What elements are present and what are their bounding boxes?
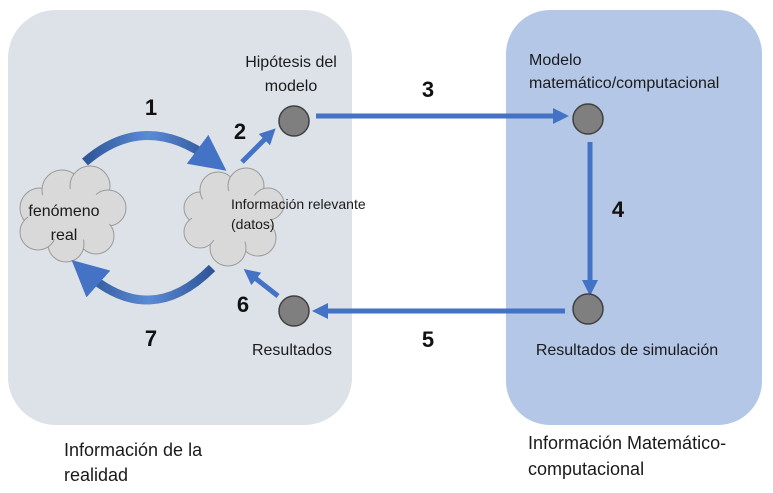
step-number-4: 4 <box>612 197 625 222</box>
hipotesis-node <box>278 105 310 137</box>
resultados-sim-label: Resultados de simulación <box>536 342 718 359</box>
fenomeno-label-line2: real <box>51 227 78 244</box>
step-number-2: 2 <box>234 119 246 144</box>
resultados-sim-node <box>572 293 604 325</box>
reality-caption-line1: Información de la <box>64 440 203 460</box>
arrow-7 <box>71 260 216 305</box>
step-number-5: 5 <box>422 327 434 352</box>
step-number-1: 1 <box>145 95 157 120</box>
arrow-1 <box>82 131 227 171</box>
hipotesis-label-line2: modelo <box>265 78 318 95</box>
informacion-label-line2: (datos) <box>231 216 275 232</box>
informacion-relevante-cloud <box>183 167 285 267</box>
reality-caption-line2: realidad <box>64 465 128 485</box>
fenomeno-real-cloud <box>19 165 127 263</box>
modelo-label-line1: Modelo <box>529 52 582 69</box>
hipotesis-label-line1: Hipótesis del <box>245 54 337 71</box>
resultados-node <box>278 295 310 327</box>
step-number-7: 7 <box>145 326 157 351</box>
resultados-label: Resultados <box>252 342 332 359</box>
reality-region <box>8 10 352 425</box>
math-region <box>506 10 762 425</box>
step-number-3: 3 <box>422 77 434 102</box>
arrow-6 <box>243 269 280 298</box>
modelo-node <box>572 103 604 135</box>
math-caption-line1: Información Matemático- <box>528 433 726 453</box>
math-caption-line2: computacional <box>528 459 644 479</box>
step-number-6: 6 <box>237 292 249 317</box>
fenomeno-label-line1: fenómeno <box>28 203 99 220</box>
informacion-label-line1: Información relevante <box>231 196 366 212</box>
modelo-label-line2: matemático/computacional <box>529 75 719 92</box>
arrow-2 <box>240 128 276 164</box>
